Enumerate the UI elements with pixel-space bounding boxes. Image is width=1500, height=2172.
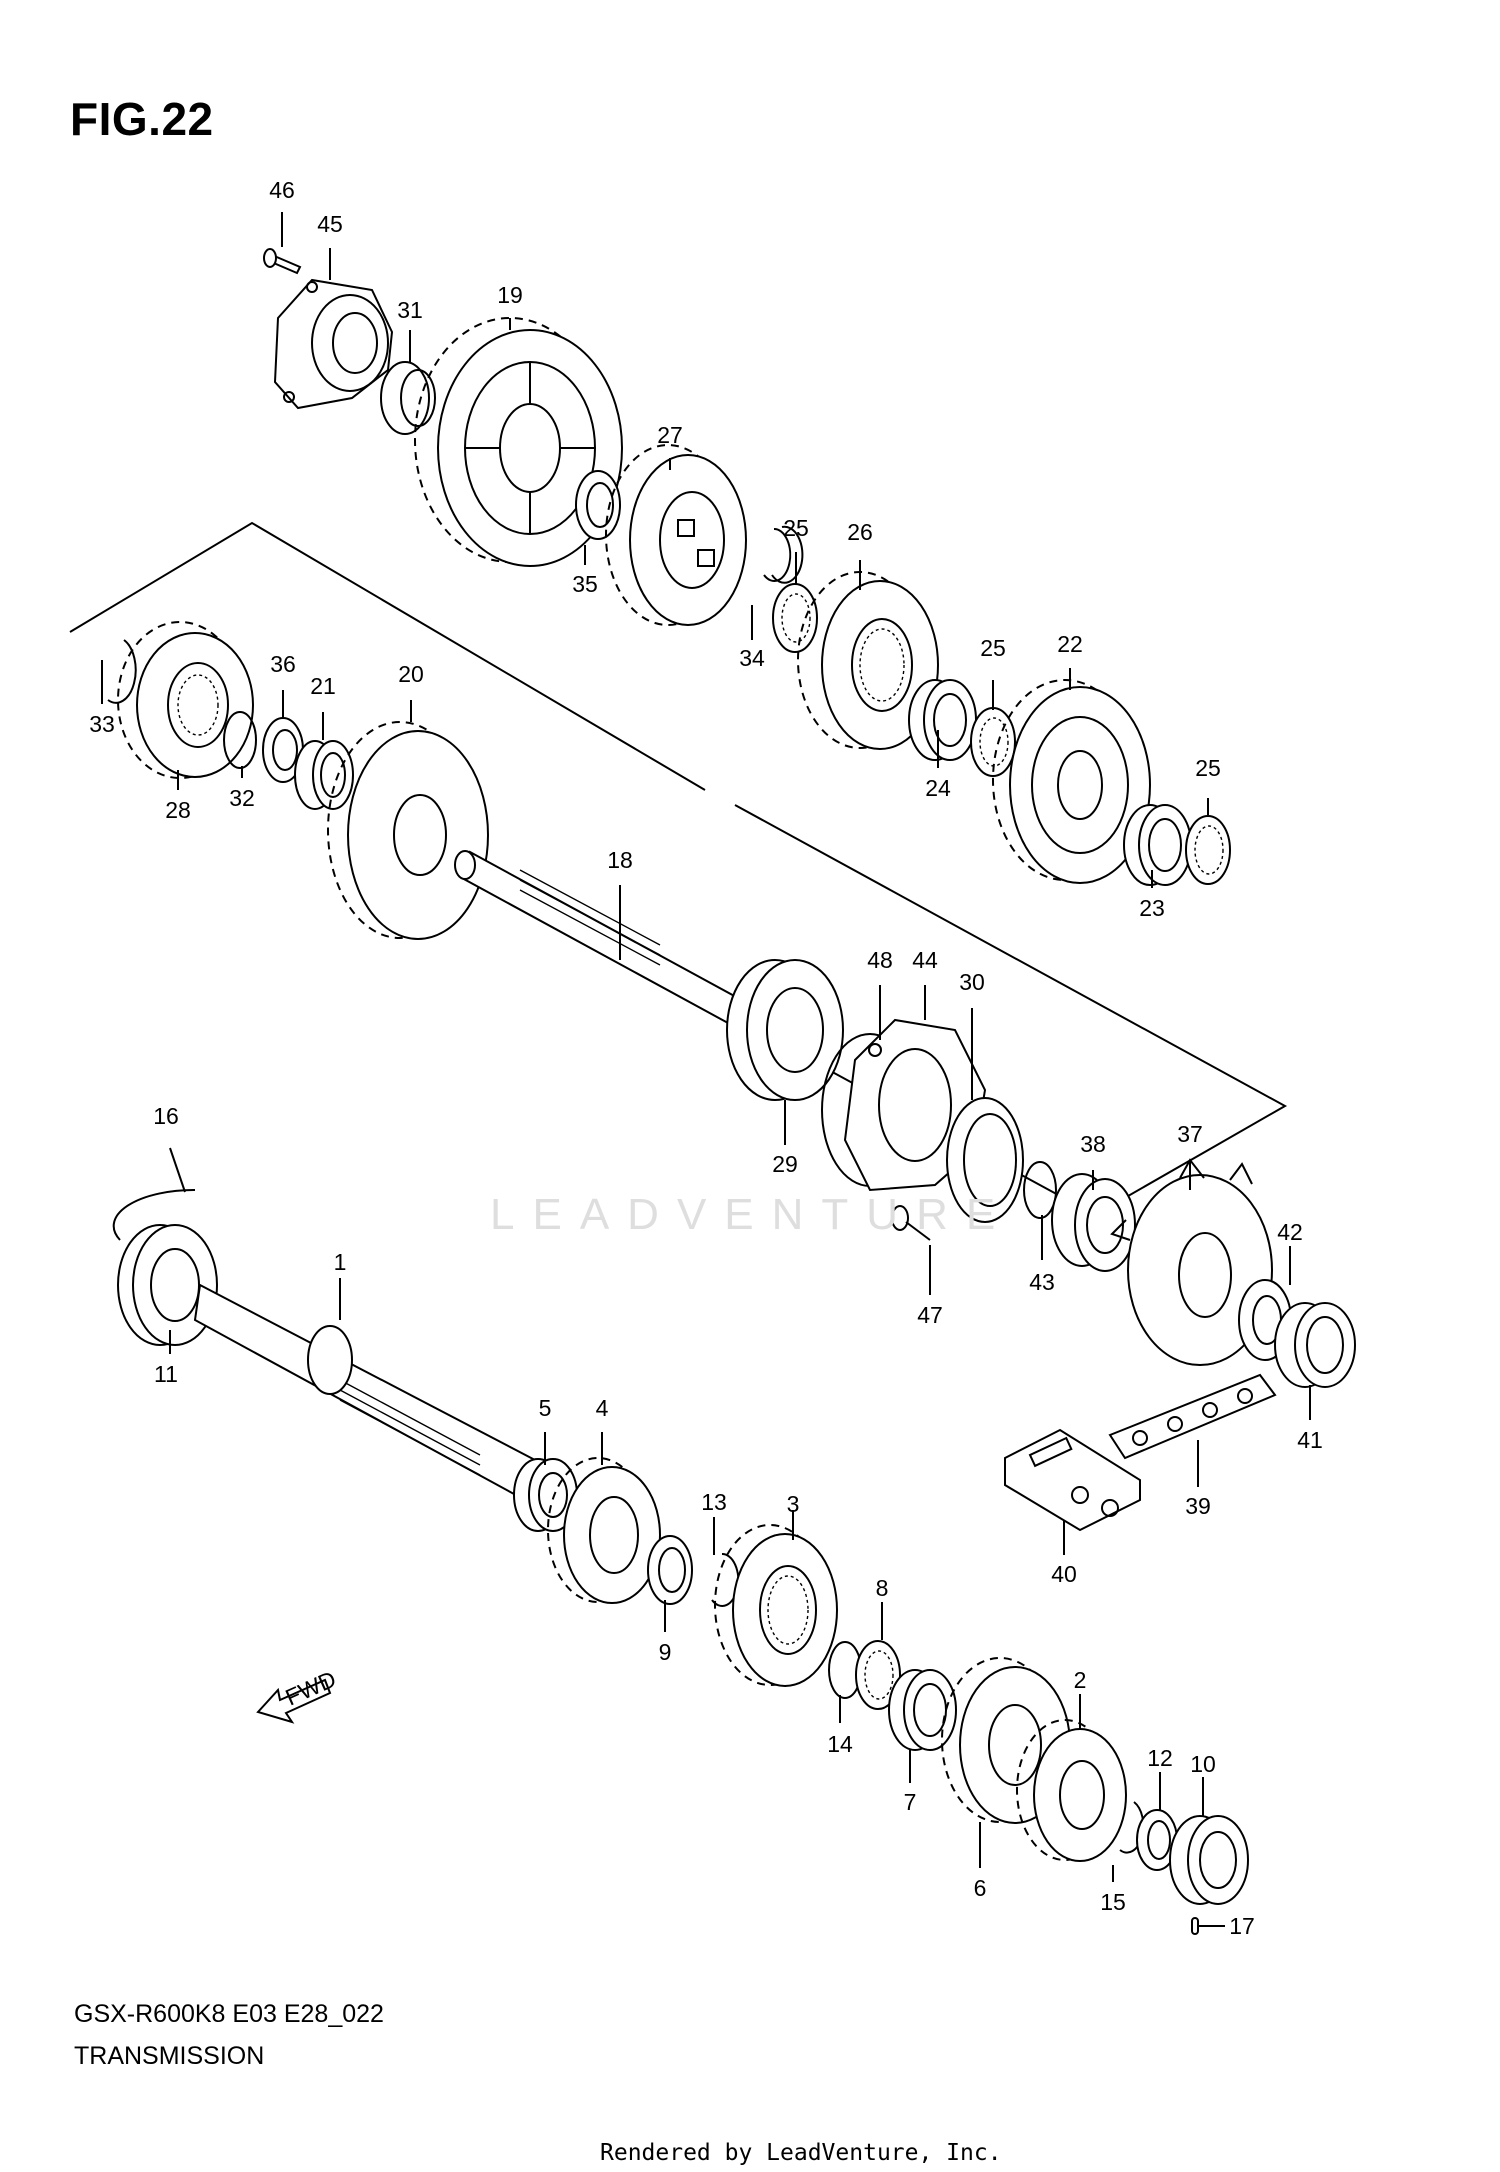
callout-35: 35 [572, 571, 598, 597]
callout-14: 14 [827, 1731, 853, 1757]
part-3-gear [714, 1524, 838, 1687]
part-4-gear [547, 1457, 661, 1604]
model-code: GSX-R600K8 E03 E28_022 [74, 2000, 384, 2028]
callout-36: 36 [270, 651, 296, 677]
callout-31: 31 [397, 297, 423, 323]
callout-33: 33 [89, 711, 115, 737]
part-36-washer [262, 717, 304, 783]
part-33-circlip [107, 639, 137, 704]
callout-22: 22 [1057, 631, 1083, 657]
part-9-washer [647, 1535, 693, 1605]
callout-21: 21 [310, 673, 336, 699]
callout-5: 5 [539, 1395, 552, 1421]
callout-25-b: 25 [980, 635, 1006, 661]
callout-10: 10 [1190, 1751, 1216, 1777]
callout-17: 17 [1229, 1913, 1255, 1939]
part-7-needle-bearing [888, 1669, 957, 1751]
part-23-needle-bearing [1123, 804, 1192, 886]
part-30-oil-seal [946, 1097, 1024, 1223]
callout-26: 26 [847, 519, 873, 545]
callout-45: 45 [317, 211, 343, 237]
callout-12: 12 [1147, 1745, 1173, 1771]
part-25-lock-washer-3 [1185, 815, 1231, 885]
callout-24: 24 [925, 775, 951, 801]
callout-32: 32 [229, 785, 255, 811]
callout-9: 9 [659, 1639, 672, 1665]
callout-42: 42 [1277, 1219, 1303, 1245]
part-47-screw [891, 1205, 931, 1241]
callout-11: 11 [154, 1361, 178, 1387]
callout-labels: 46 45 31 19 27 35 25 26 34 25 22 24 25 2… [89, 177, 1323, 1939]
part-24-needle-bearing [908, 679, 977, 761]
part-17-pin [1191, 1917, 1199, 1935]
part-45-bearing-retainer [273, 278, 394, 410]
part-32-circlip [223, 711, 257, 769]
callout-16: 16 [153, 1103, 179, 1129]
callout-2: 2 [1074, 1667, 1087, 1693]
part-31-bushing [380, 361, 436, 435]
part-20-gear [327, 721, 489, 940]
callout-28: 28 [165, 797, 191, 823]
part-16-circlip [112, 1188, 196, 1241]
part-41-sprocket-nut [1274, 1302, 1356, 1388]
callout-43: 43 [1029, 1269, 1055, 1295]
callout-18: 18 [607, 847, 633, 873]
render-credit: Rendered by LeadVenture, Inc. [600, 2140, 1002, 2166]
diagram-subtitle: TRANSMISSION [74, 2042, 265, 2070]
callout-13: 13 [701, 1489, 727, 1515]
part-10-needle-bearing [1169, 1815, 1249, 1905]
callout-39: 39 [1185, 1493, 1211, 1519]
part-34-circlip [763, 525, 804, 584]
callout-38: 38 [1080, 1131, 1106, 1157]
callout-4: 4 [596, 1395, 609, 1421]
part-28-gear [117, 621, 254, 779]
callout-15: 15 [1100, 1889, 1126, 1915]
callout-20: 20 [398, 661, 424, 687]
callout-46: 46 [269, 177, 295, 203]
callout-25-a: 25 [783, 515, 809, 541]
fwd-label: FWD [281, 1666, 339, 1711]
callout-23: 23 [1139, 895, 1165, 921]
callout-1: 1 [334, 1249, 347, 1275]
part-29-ball-bearing [726, 959, 844, 1101]
part-21-bushing [294, 740, 354, 810]
part-38-spacer [1051, 1173, 1136, 1272]
part-25-lock-washer [772, 583, 818, 653]
callout-48: 48 [867, 947, 893, 973]
part-18-countershaft [454, 850, 762, 1037]
callout-34: 34 [739, 645, 765, 671]
part-46-screw [263, 248, 302, 275]
leader-lines [101, 212, 1311, 1927]
callout-27: 27 [657, 422, 683, 448]
callout-6: 6 [974, 1875, 987, 1901]
part-40-chain-joint [1004, 1428, 1141, 1532]
callout-44: 44 [912, 947, 938, 973]
callout-37: 37 [1177, 1121, 1203, 1147]
callout-30: 30 [959, 969, 985, 995]
callout-41: 41 [1297, 1427, 1323, 1453]
part-39-drive-chain [1108, 1373, 1277, 1460]
callout-7: 7 [904, 1789, 917, 1815]
callout-40: 40 [1051, 1561, 1077, 1587]
callout-47: 47 [917, 1302, 943, 1328]
callout-19: 19 [497, 282, 523, 308]
part-1-mainshaft [193, 1283, 537, 1502]
callout-29: 29 [772, 1151, 798, 1177]
figure-title: FIG.22 [70, 93, 214, 145]
part-35-washer [575, 470, 621, 540]
forward-direction-arrow-icon: FWD [256, 1666, 340, 1724]
part-43-o-ring [1023, 1161, 1057, 1219]
watermark: LEADVENTURE [490, 1190, 1014, 1239]
callout-3: 3 [787, 1491, 800, 1517]
part-8-lock-washer [855, 1640, 901, 1710]
part-22-gear [992, 679, 1151, 884]
part-27-gear [605, 444, 747, 626]
callout-8: 8 [876, 1575, 889, 1601]
callout-25-c: 25 [1195, 755, 1221, 781]
